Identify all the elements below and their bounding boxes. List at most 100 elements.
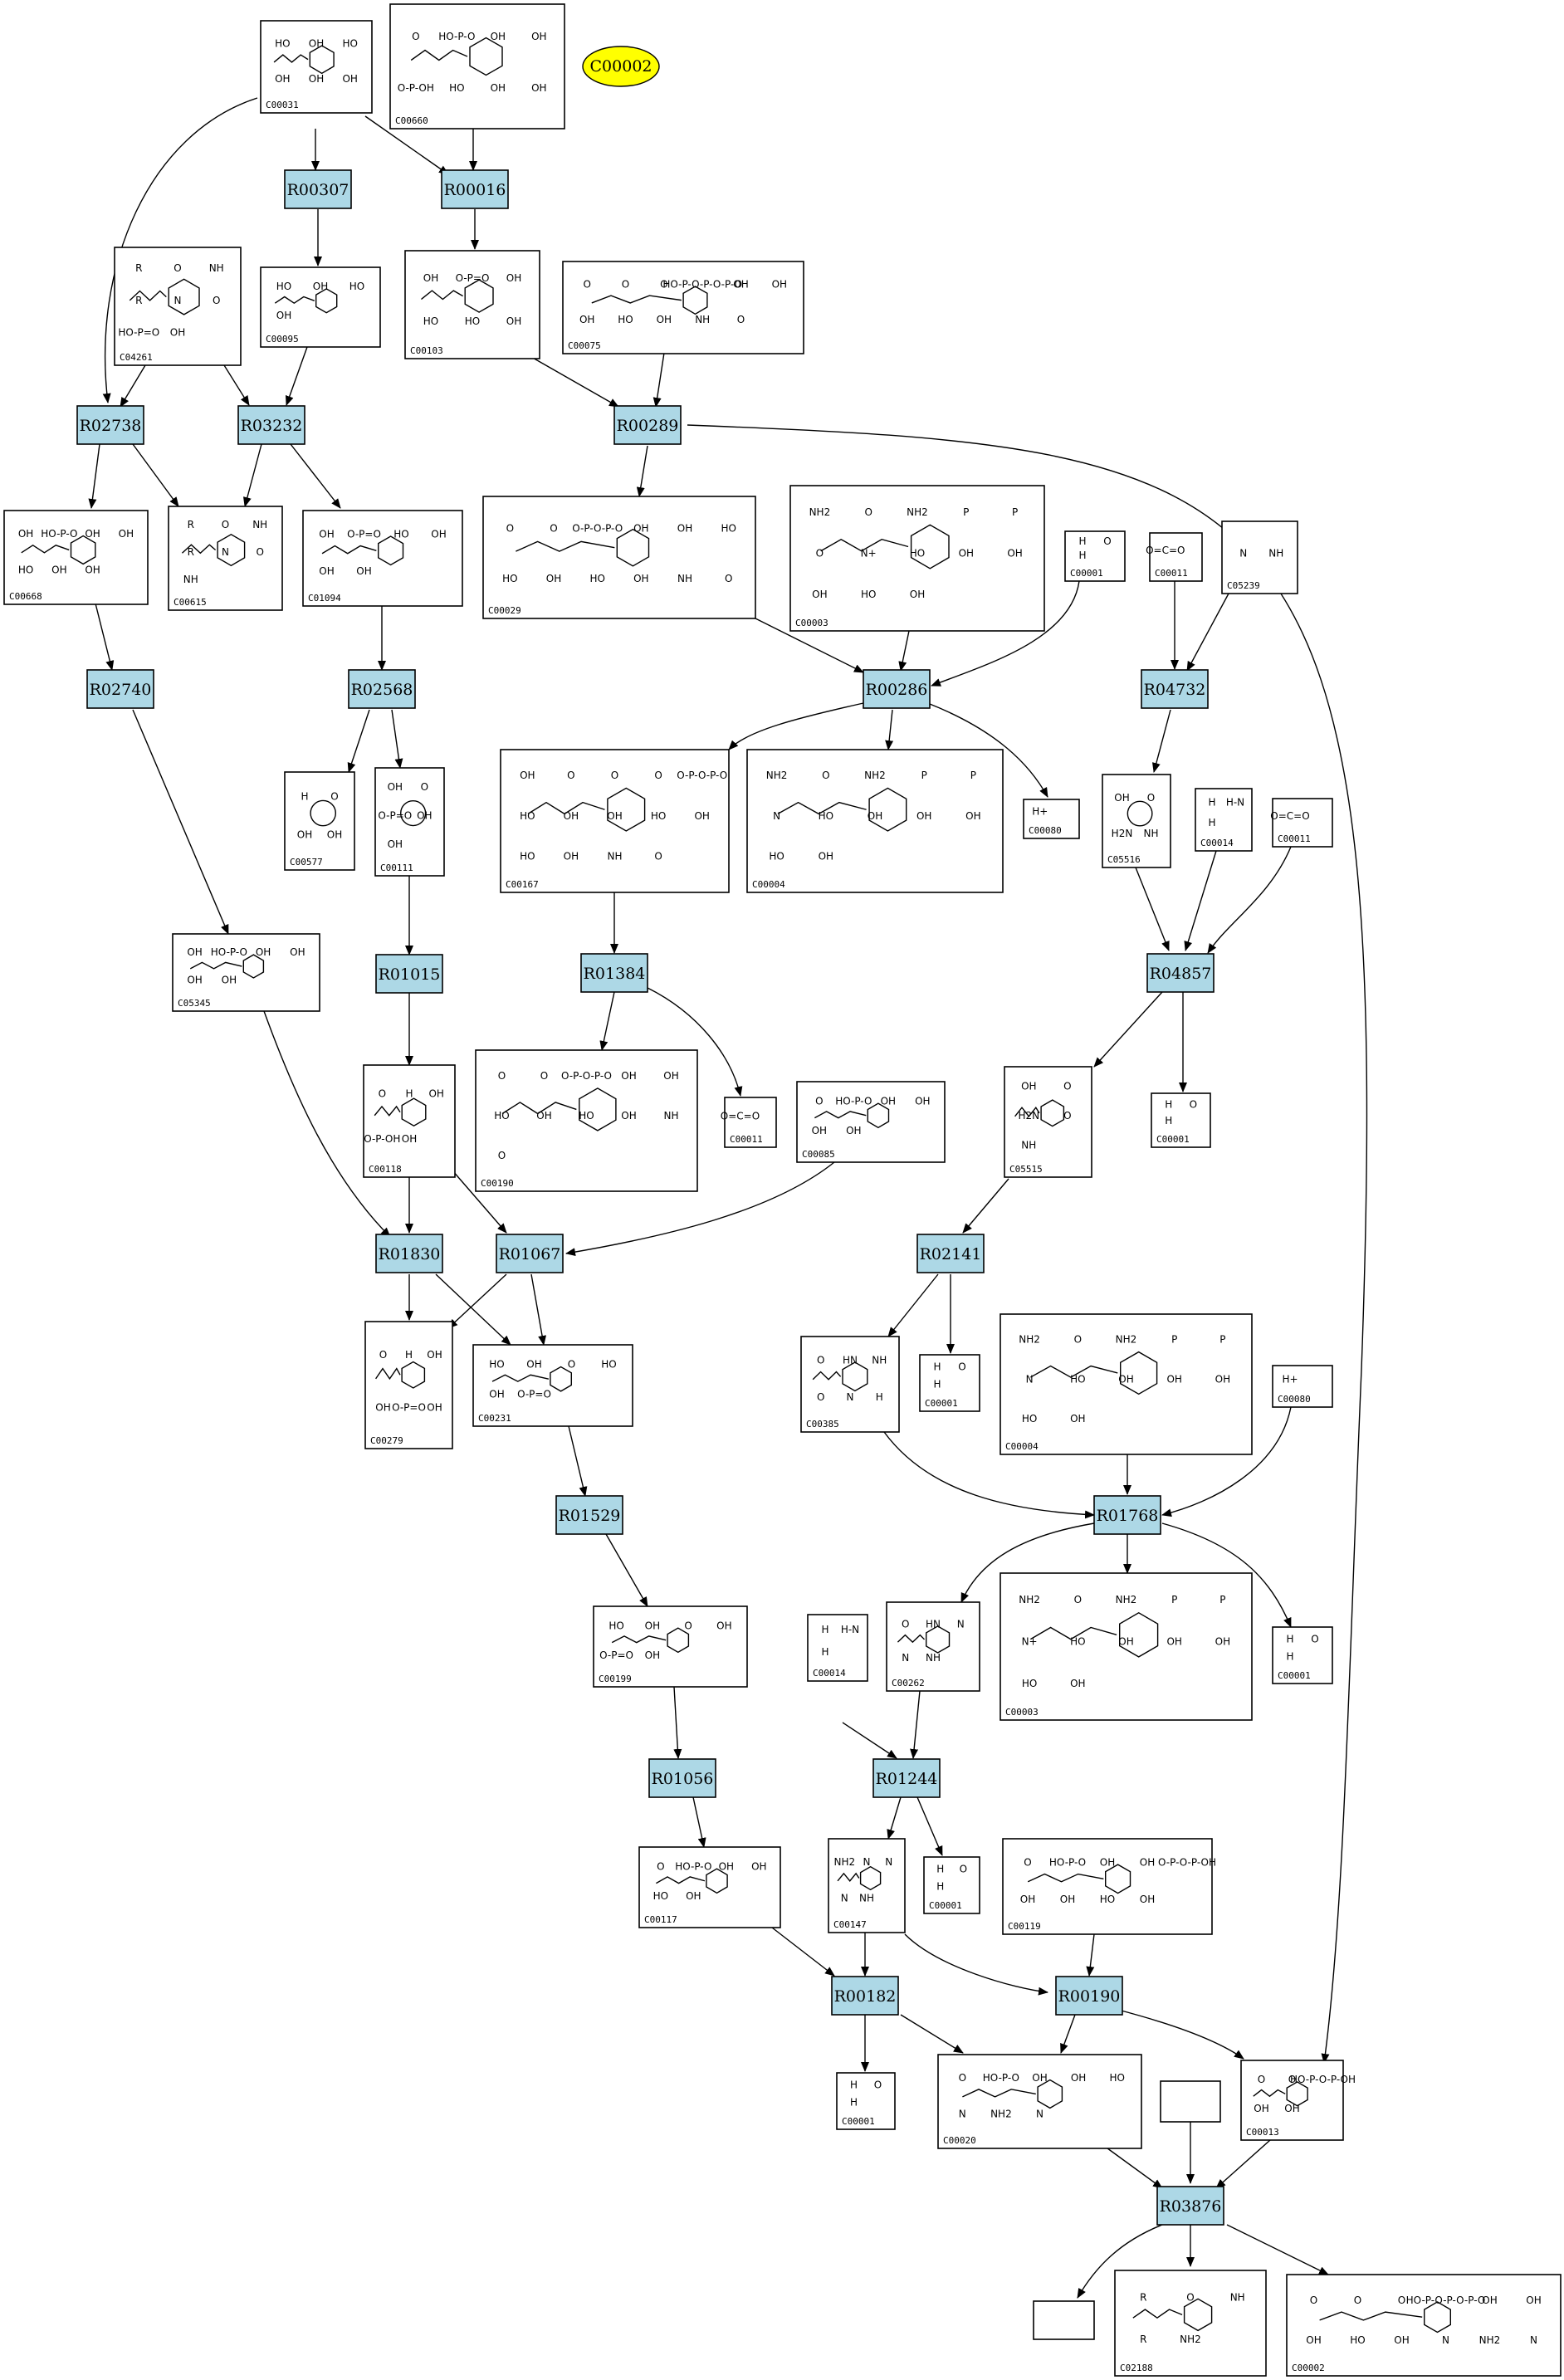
atom-label: O <box>654 851 662 863</box>
atom-label: O <box>498 1070 506 1082</box>
reaction-label: R00190 <box>1058 1987 1121 2006</box>
reaction-r01529[interactable]: R01529 <box>555 1495 623 1535</box>
compound-c00080b[interactable]: H+C00080 <box>1272 1365 1333 1408</box>
reaction-r01384[interactable]: R01384 <box>580 953 648 993</box>
empty-compound-bottom[interactable] <box>1033 2300 1095 2340</box>
reaction-r01768[interactable]: R01768 <box>1093 1495 1161 1535</box>
compound-id: C00031 <box>266 100 299 110</box>
edge-r02738-c00615 <box>132 443 179 507</box>
atom-label: OH <box>868 810 882 822</box>
reaction-r03876[interactable]: R03876 <box>1156 2186 1224 2226</box>
compound-id: C00011 <box>730 1134 763 1145</box>
reaction-r00286[interactable]: R00286 <box>863 669 931 709</box>
bond-sketch <box>1132 2309 1183 2319</box>
reaction-r00182[interactable]: R00182 <box>831 1976 899 2016</box>
atom-label: O <box>1258 2074 1265 2085</box>
reaction-r03232[interactable]: R03232 <box>237 405 305 445</box>
atom-label: O <box>959 2072 966 2084</box>
reaction-r02738[interactable]: R02738 <box>76 405 144 445</box>
compound-c00080a[interactable]: H+C00080 <box>1023 799 1080 839</box>
atom-label: O <box>583 279 590 291</box>
reaction-r04732[interactable]: R04732 <box>1141 669 1209 709</box>
reaction-r00190[interactable]: R00190 <box>1055 1976 1123 2016</box>
reaction-r01244[interactable]: R01244 <box>872 1758 941 1798</box>
atom-label: O <box>379 1349 387 1361</box>
reaction-r00307[interactable]: R00307 <box>284 169 352 209</box>
atom-label: OH <box>222 975 237 986</box>
reaction-r02740[interactable]: R02740 <box>86 669 154 709</box>
atom-label: N <box>1026 1373 1034 1385</box>
reaction-r01015[interactable]: R01015 <box>375 954 443 994</box>
reaction-r00016[interactable]: R00016 <box>441 169 509 209</box>
atom-label: O <box>567 770 574 781</box>
reaction-r02141[interactable]: R02141 <box>916 1234 985 1273</box>
ring-sketch <box>1286 2081 1308 2107</box>
c00002-highlight[interactable]: C00002 <box>582 46 660 87</box>
empty-compound-top[interactable] <box>1160 2080 1221 2123</box>
atom-label: OH <box>677 522 692 534</box>
reaction-r04857[interactable]: R04857 <box>1146 953 1215 993</box>
bond-sketch <box>491 1374 550 1382</box>
atom-label: OH <box>1060 1894 1075 1905</box>
reaction-r00289[interactable]: R00289 <box>613 405 682 445</box>
reaction-r01830[interactable]: R01830 <box>375 1234 443 1273</box>
ring-sketch <box>1127 800 1153 827</box>
reaction-r01056[interactable]: R01056 <box>648 1758 716 1798</box>
reaction-r02568[interactable]: R02568 <box>348 669 416 709</box>
atom-label: N+ <box>861 548 877 560</box>
bond-sketch <box>897 1634 926 1644</box>
reaction-r01067[interactable]: R01067 <box>496 1234 564 1273</box>
atom-label: OH <box>1166 1636 1181 1648</box>
compound-box <box>482 496 756 619</box>
atom-label: NH <box>926 1652 941 1664</box>
atom-label: HO <box>393 529 408 540</box>
